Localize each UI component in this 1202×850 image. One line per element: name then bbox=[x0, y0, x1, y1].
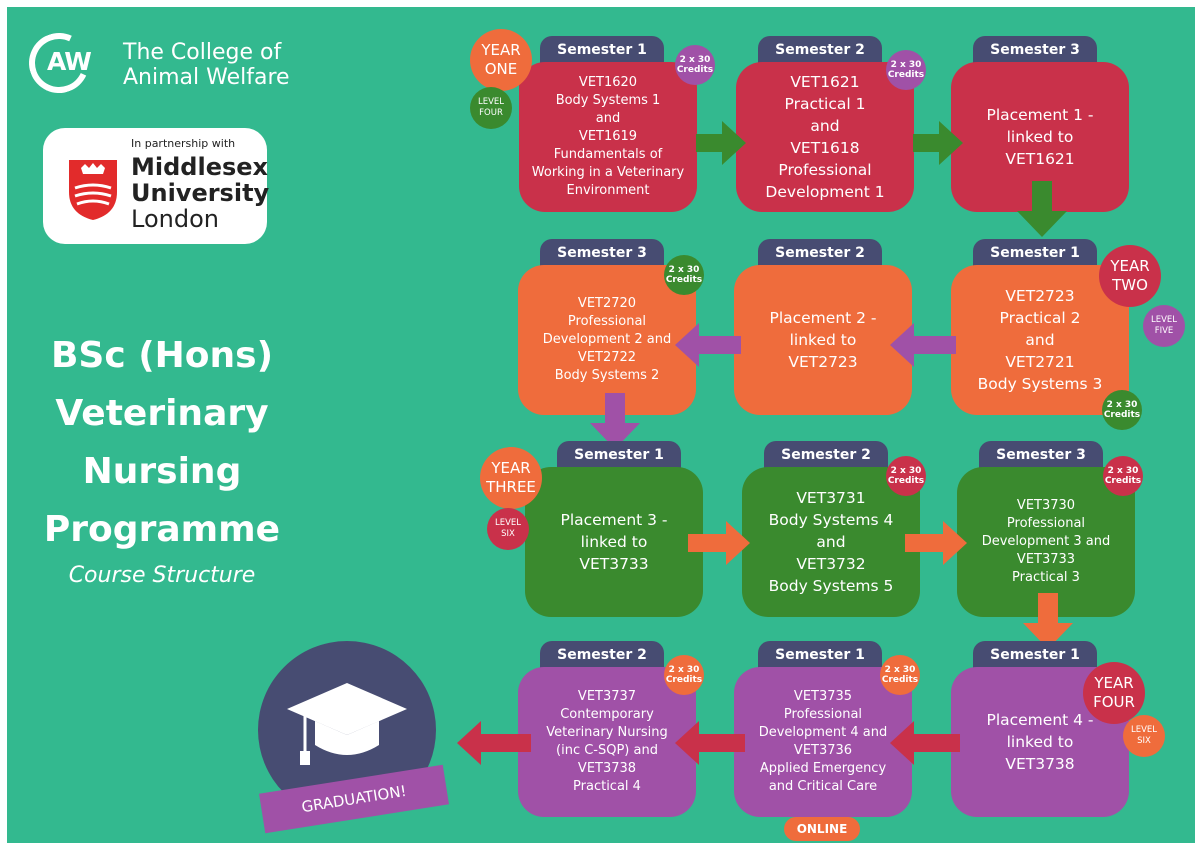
y2-semester1-credits: 2 x 30 Credits bbox=[1102, 390, 1142, 430]
caw-logo-letters: AW bbox=[47, 47, 92, 76]
y2-semester2-text: Placement 2 - linked to VET2723 bbox=[769, 309, 877, 371]
online-badge: ONLINE bbox=[784, 817, 860, 841]
arrow-left-icon bbox=[675, 721, 745, 765]
arrow-right-icon bbox=[688, 521, 750, 565]
y1-semester1-credits: 2 x 30 Credits bbox=[675, 45, 715, 85]
title-line4: Programme bbox=[43, 509, 281, 550]
y2-semester1-text: VET2723 Practical 2 and VET2721 Body Sys… bbox=[977, 287, 1103, 393]
y1-semester2-credits: 2 x 30 Credits bbox=[886, 50, 926, 90]
y3-semester3-box: VET3730 Professional Development 3 and V… bbox=[957, 467, 1135, 617]
arrow-left-icon bbox=[890, 721, 960, 765]
programme-title: BSc (Hons) Veterinary Nursing Programme bbox=[27, 327, 297, 559]
y1-semester1-box: VET1620 Body Systems 1 and VET1619 Funda… bbox=[519, 62, 697, 212]
y2-semester1-box: VET2723 Practical 2 and VET2721 Body Sys… bbox=[951, 265, 1129, 415]
y4-semester2-tab: Semester 2 bbox=[540, 641, 664, 669]
arrow-right-icon bbox=[696, 121, 746, 165]
arrow-left-icon bbox=[890, 323, 956, 367]
y3-semester1-tab: Semester 1 bbox=[557, 441, 681, 469]
y4-semester1a-tab: Semester 1 bbox=[973, 641, 1097, 669]
y4-semester2-text: VET3737 Contemporary Veterinary Nursing … bbox=[546, 689, 668, 794]
title-line2: Veterinary bbox=[55, 393, 269, 434]
arrow-right-icon bbox=[905, 521, 967, 565]
title-line1: BSc (Hons) bbox=[50, 335, 274, 376]
y3-semester1-box: Placement 3 - linked to VET3733 bbox=[525, 467, 703, 617]
y3-semester2-box: VET3731 Body Systems 4 and VET3732 Body … bbox=[742, 467, 920, 617]
y4-semester1b-text: VET3735 Professional Development 4 and V… bbox=[758, 689, 888, 794]
arrow-right-icon bbox=[913, 121, 963, 165]
y2-semester3-text: VET2720 Professional Development 2 and V… bbox=[542, 296, 672, 383]
level-five-badge: LEVEL FIVE bbox=[1143, 305, 1185, 347]
university-name-line2: University bbox=[131, 179, 270, 207]
year-three-badge: YEAR THREE bbox=[480, 447, 542, 509]
y1-semester2-box: VET1621 Practical 1 and VET1618 Professi… bbox=[736, 62, 914, 212]
level-six-badge: LEVEL SIX bbox=[487, 508, 529, 550]
course-structure-diagram: AW The College of Animal Welfare In part… bbox=[7, 7, 1195, 843]
y2-semester3-tab: Semester 3 bbox=[540, 239, 664, 267]
graduation-cap-icon bbox=[287, 683, 407, 765]
y2-semester2-tab: Semester 2 bbox=[758, 239, 882, 267]
partnership-label: In partnership with bbox=[131, 137, 236, 150]
arrow-left-icon bbox=[457, 721, 531, 765]
college-name: The College of Animal Welfare bbox=[123, 40, 290, 90]
programme-subtitle: Course Structure bbox=[68, 563, 256, 588]
arrow-down-icon bbox=[590, 393, 640, 449]
y1-semester1-tab: Semester 1 bbox=[540, 36, 664, 64]
y3-semester3-tab: Semester 3 bbox=[979, 441, 1103, 469]
year-two-badge: YEAR TWO bbox=[1099, 245, 1161, 307]
y4-semester1a-text: Placement 4 - linked to VET3738 bbox=[986, 711, 1094, 773]
y3-semester2-credits: 2 x 30 Credits bbox=[886, 456, 926, 496]
y3-semester3-text: VET3730 Professional Development 3 and V… bbox=[981, 498, 1111, 585]
y4-semester2-credits: 2 x 30 Credits bbox=[664, 655, 704, 695]
y1-semester2-tab: Semester 2 bbox=[758, 36, 882, 64]
university-name-line3: London bbox=[131, 205, 219, 233]
y3-semester2-tab: Semester 2 bbox=[764, 441, 888, 469]
y3-semester1-text: Placement 3 - linked to VET3733 bbox=[560, 511, 668, 573]
arrow-down-icon bbox=[1023, 593, 1073, 649]
y1-semester3-tab: Semester 3 bbox=[973, 36, 1097, 64]
y3-semester2-text: VET3731 Body Systems 4 and VET3732 Body … bbox=[768, 489, 894, 595]
y1-semester3-text: Placement 1 - linked to VET1621 bbox=[986, 106, 1094, 168]
arrow-left-icon bbox=[675, 323, 741, 367]
y1-semester2-text: VET1621 Practical 1 and VET1618 Professi… bbox=[765, 73, 885, 201]
y4-semester1b-tab: Semester 1 bbox=[758, 641, 882, 669]
y4-semester2-box: VET3737 Contemporary Veterinary Nursing … bbox=[518, 667, 696, 817]
university-shield-icon bbox=[69, 160, 117, 220]
y1-semester1-text: VET1620 Body Systems 1 and VET1619 Funda… bbox=[531, 75, 685, 198]
level-four-badge: LEVEL FOUR bbox=[470, 87, 512, 129]
title-line3: Nursing bbox=[82, 451, 242, 492]
y2-semester3-credits: 2 x 30 Credits bbox=[664, 255, 704, 295]
y4-semester1b-credits: 2 x 30 Credits bbox=[880, 655, 920, 695]
college-name-line1: The College of bbox=[123, 40, 282, 65]
y2-semester3-box: VET2720 Professional Development 2 and V… bbox=[518, 265, 696, 415]
y2-semester1-tab: Semester 1 bbox=[973, 239, 1097, 267]
y3-semester3-credits: 2 x 30 Credits bbox=[1103, 456, 1143, 496]
year-four-badge: YEAR FOUR bbox=[1083, 662, 1145, 724]
university-name-line1: Middlesex bbox=[131, 153, 269, 181]
y2-semester2-box: Placement 2 - linked to VET2723 bbox=[734, 265, 912, 415]
university-name: Middlesex University London bbox=[131, 154, 269, 232]
year-one-badge: YEAR ONE bbox=[470, 29, 532, 91]
y4-semester1b-box: VET3735 Professional Development 4 and V… bbox=[734, 667, 912, 817]
arrow-down-icon bbox=[1017, 181, 1067, 237]
university-logo-card: In partnership with Middlesex University… bbox=[43, 128, 269, 244]
college-name-line2: Animal Welfare bbox=[123, 65, 290, 90]
level-six-badge: LEVEL SIX bbox=[1123, 715, 1165, 757]
